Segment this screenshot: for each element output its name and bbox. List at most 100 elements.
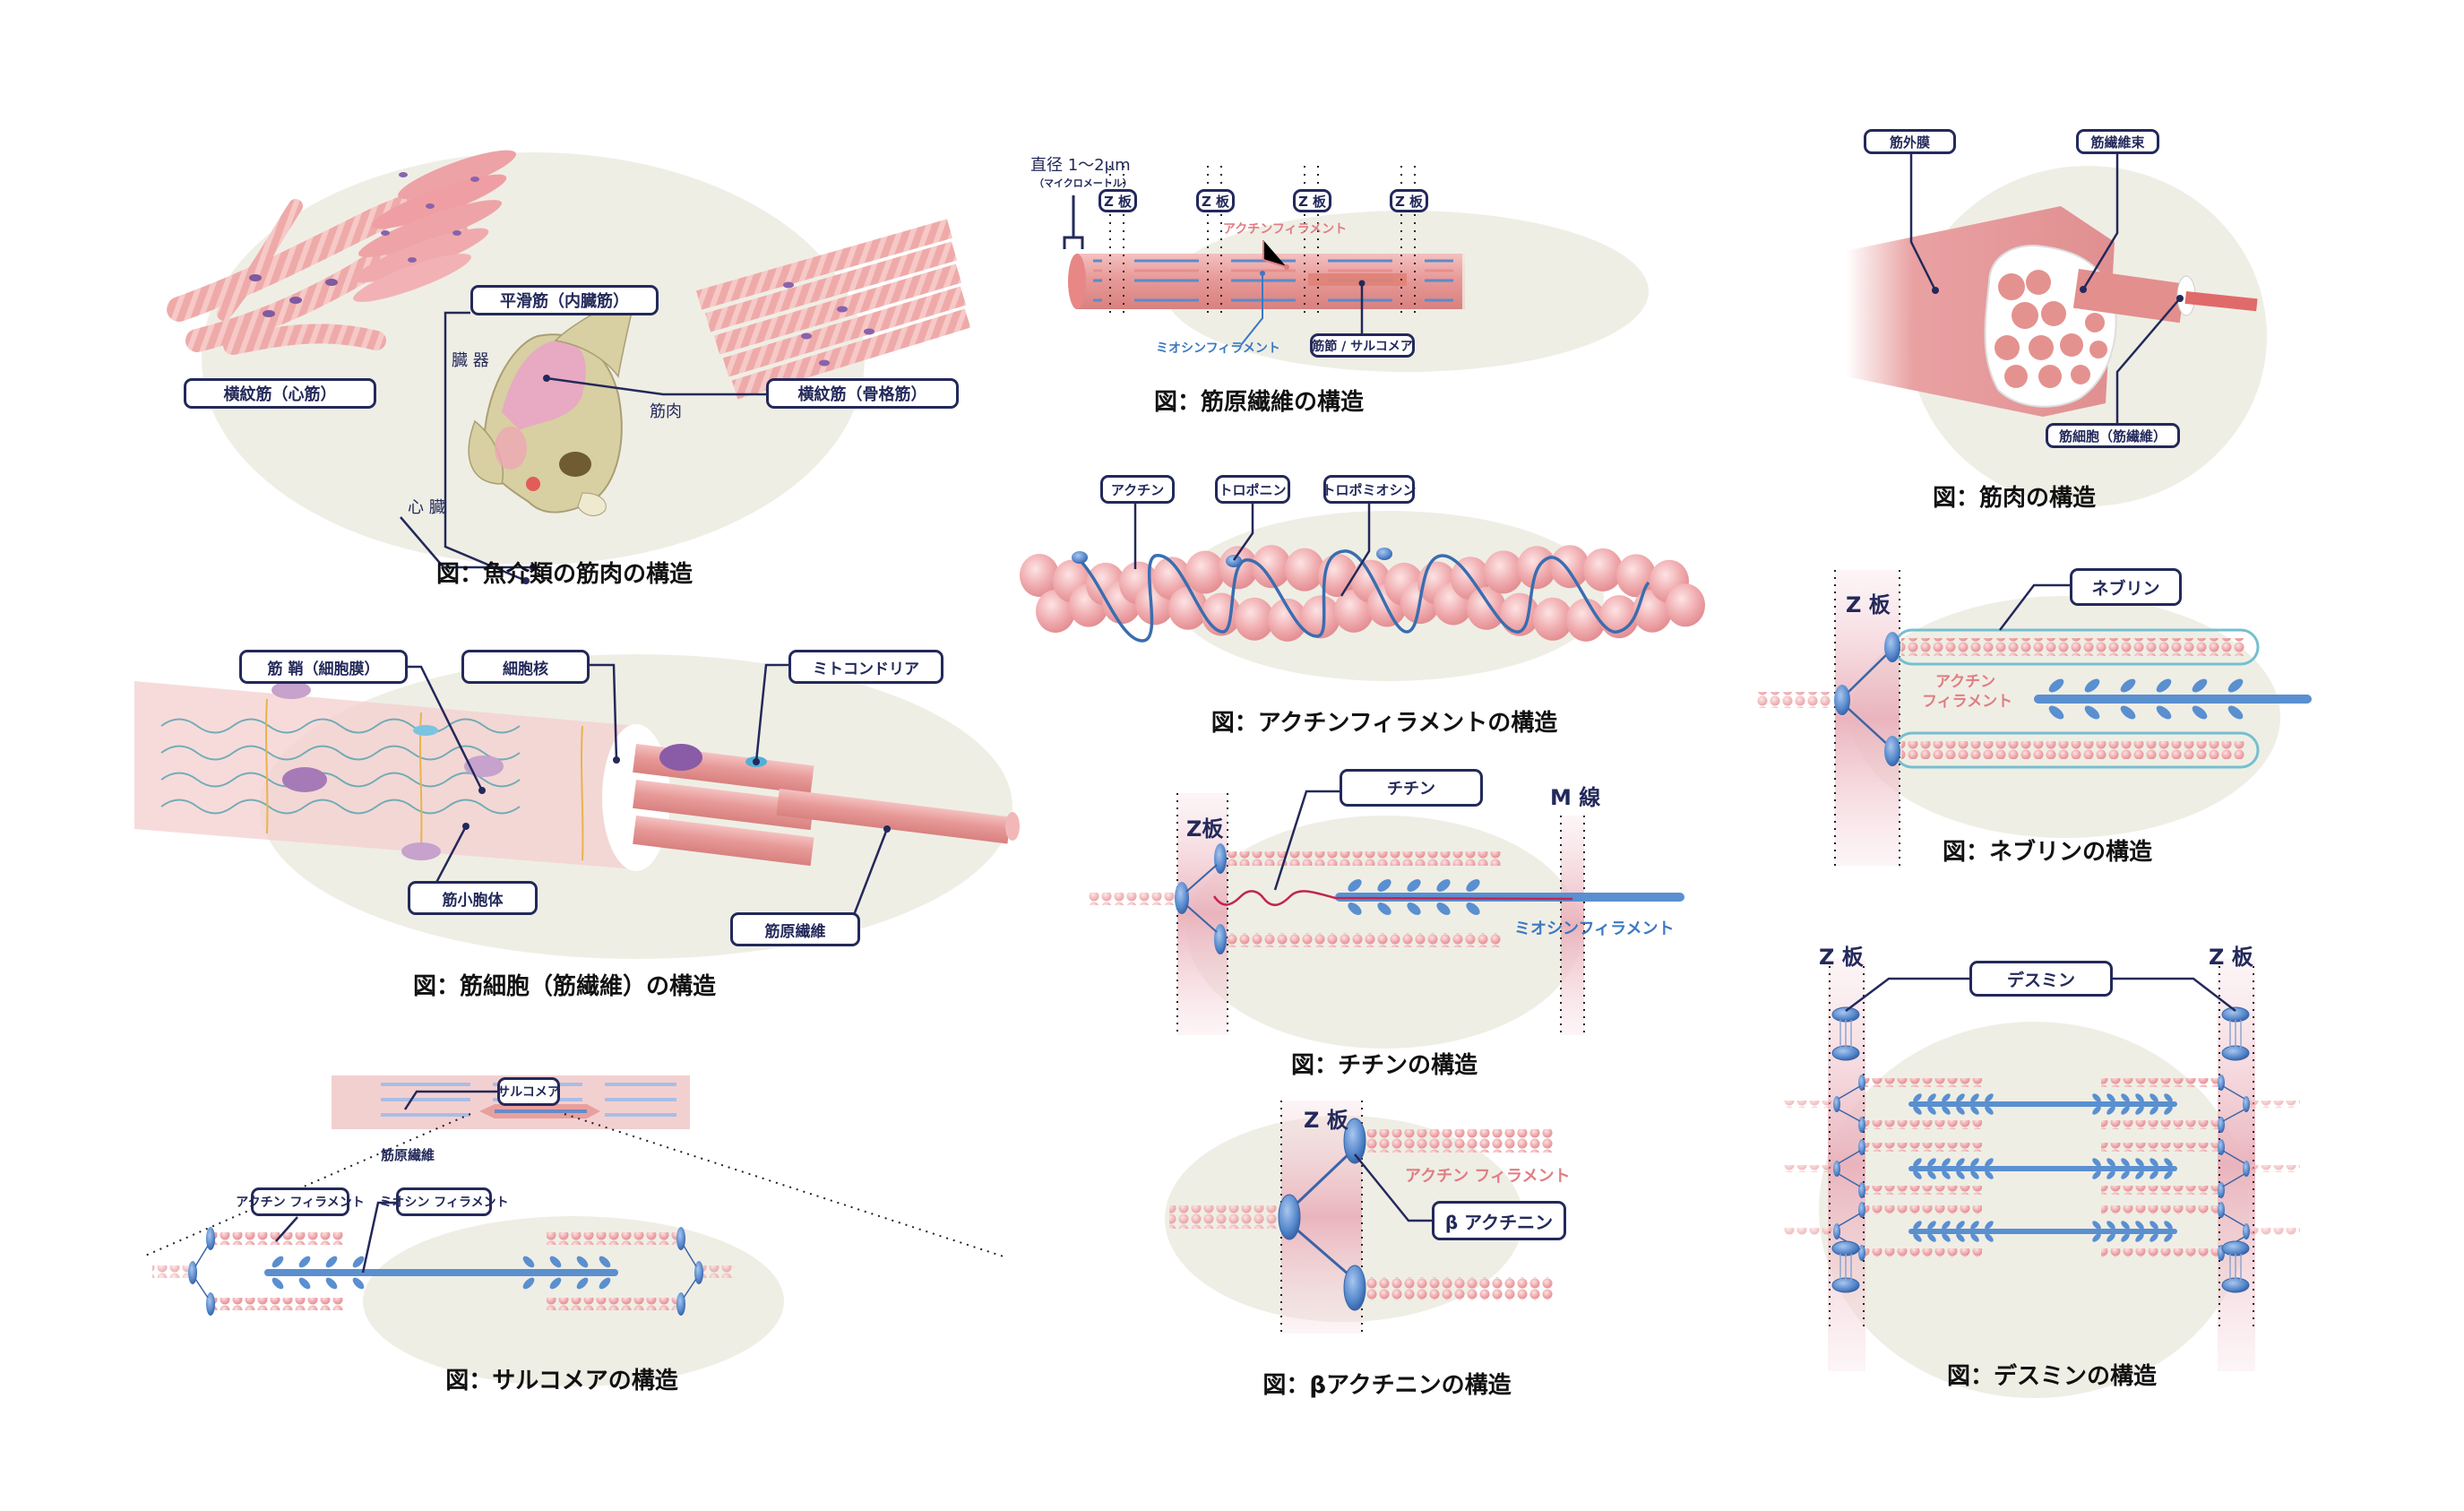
label-actin-filament: アクチン フィラメント (236, 1187, 365, 1216)
label-z-disc-2: Z 板 (1196, 189, 1235, 212)
z-disc-nodes (188, 1227, 703, 1316)
myosin-head (1913, 1170, 1922, 1179)
actin-filament-top (1228, 851, 1501, 866)
label-skeletal-muscle: 横紋筋（骨格筋） (766, 378, 959, 409)
actin-monomer (1285, 548, 1324, 591)
actin-filament-illustration (1020, 504, 1705, 681)
myosin-head (1956, 1221, 1965, 1230)
myosin-head (1913, 1158, 1922, 1167)
myosin-head (2135, 1158, 2144, 1167)
actin-filament-outer (1783, 1228, 1833, 1235)
myosin-head (2092, 1221, 2101, 1230)
caption-actin-filament: 図：アクチンフィラメントの構造 (1210, 710, 1558, 737)
actin-band (1425, 289, 1453, 292)
actin-monomer (1252, 545, 1291, 589)
sarcomere-illustration (142, 1075, 1004, 1386)
actin-band (1328, 289, 1392, 292)
z-node (1858, 1202, 1865, 1218)
caption-fish-muscle: 図：魚介類の筋肉の構造 (435, 561, 694, 588)
myosin-head (2164, 1106, 2173, 1115)
myosin-head (1927, 1221, 1936, 1230)
myosin-band (1093, 298, 1102, 302)
actin-monomer (1235, 597, 1274, 641)
myosin-head (2106, 1221, 2115, 1230)
myosin-head (1970, 1158, 1979, 1167)
figure-sarcomere: サルコメア 筋原繊維 アクチン フィラメント ミオシン フィラメント (142, 1058, 1004, 1398)
myosin-head (1956, 1170, 1965, 1179)
myosin-band (1328, 259, 1392, 263)
actin-band (1425, 269, 1453, 272)
myosin-band (1093, 259, 1102, 263)
myosin-head (2150, 1106, 2158, 1115)
myosin-head (2106, 1093, 2115, 1102)
caption-muscle-cell: 図：筋細胞（筋繊維）の構造 (412, 973, 717, 1000)
actin-band (1134, 269, 1199, 272)
tropomyosin-strand (1078, 549, 1650, 643)
myosin-head (2150, 1158, 2158, 1167)
z-disc-nodes (1834, 632, 1900, 766)
label-mitochondria: ミトコンドリア (788, 650, 943, 684)
label-actin-line1: アクチン (1935, 673, 1996, 691)
z-node (2243, 1096, 2250, 1112)
myosin-head (2092, 1106, 2101, 1115)
myosin-band (1425, 279, 1453, 282)
actin-monomer (1566, 598, 1606, 642)
actin-filament (2101, 1078, 2218, 1087)
z-node (1858, 1075, 1865, 1091)
actin-filament-bottom (1901, 741, 2246, 759)
myosin-band (1093, 279, 1102, 282)
actin-filament-left (1089, 893, 1178, 905)
label-smooth-muscle: 平滑筋（内臓筋） (470, 285, 659, 315)
actin-filament-outer (2250, 1165, 2300, 1172)
label-myosin-filament: ミオシンフィラメント (1514, 920, 1675, 938)
smooth-muscle-cells (353, 150, 516, 302)
actin-monomer (1583, 548, 1623, 591)
label-myofibril: 筋原繊維 (730, 912, 860, 946)
actin-band (1093, 289, 1102, 292)
label-muscle: 筋肉 (650, 402, 682, 421)
myosin-head (1970, 1106, 1979, 1115)
myosin-head (2164, 1233, 2173, 1242)
z-band (1835, 570, 1900, 866)
figure-beta-actinin: Z 板 アクチン フィラメント β アクチニン (1165, 1084, 1667, 1407)
muscle-fiber (2184, 290, 2258, 312)
nebulin-illustration (1756, 570, 2312, 866)
label-sarcoplasmic-reticulum: 筋小胞体 (408, 881, 538, 915)
z-node (1858, 1139, 1865, 1155)
myosin-head (2164, 1093, 2173, 1102)
label-desmin: デスミン (1969, 961, 2113, 997)
sarcomere-highlight (1308, 273, 1407, 286)
myosin-head (1985, 1106, 1994, 1115)
myosin-filament (2034, 678, 2312, 720)
figure-nebulin: Z 板 ネブリン アクチン フィラメント (1756, 556, 2348, 878)
actin-filament-outer (1783, 1165, 1833, 1172)
label-actin-filament: アクチン フィラメント (1405, 1167, 1571, 1186)
leader-lines (400, 311, 766, 583)
actin-band (1093, 269, 1102, 272)
label-myosin-filament: ミオシンフィラメント (1156, 341, 1280, 356)
z-node (1858, 1117, 1865, 1133)
myosin-head (1956, 1106, 1965, 1115)
myosin-band (1134, 279, 1199, 282)
myosin-filament (1908, 1229, 2177, 1234)
myosin-head (2092, 1158, 2101, 1167)
myosin-head (2121, 1106, 2130, 1115)
titin-illustration (1089, 790, 1684, 1049)
diameter-bracket (1063, 195, 1084, 249)
myosin-head (1985, 1221, 1994, 1230)
myosin-head (1942, 1158, 1951, 1167)
myosin-head (2121, 1221, 2130, 1230)
myosin-filament (1908, 1166, 2177, 1171)
actin-band (1231, 269, 1296, 272)
myosin-head (2092, 1170, 2101, 1179)
myosin-head (1913, 1106, 1922, 1115)
myosin-head (2135, 1106, 2144, 1115)
figure-actin-filament: アクチン トロポニン トロポミオシン (1020, 457, 1738, 744)
label-sarcolemma: 筋 鞘（細胞膜） (239, 650, 408, 684)
actin-band (1134, 289, 1199, 292)
label-beta-actinin: β アクチニン (1432, 1201, 1566, 1240)
label-muscle-fiber: 筋細胞（筋繊維） (2046, 423, 2180, 448)
caption-beta-actinin: 図：βアクチニンの構造 (1262, 1372, 1512, 1399)
figure-muscle: 筋外膜 筋繊維束 筋細胞（筋繊維） (1810, 108, 2348, 520)
actin-filament (1865, 1186, 1982, 1195)
